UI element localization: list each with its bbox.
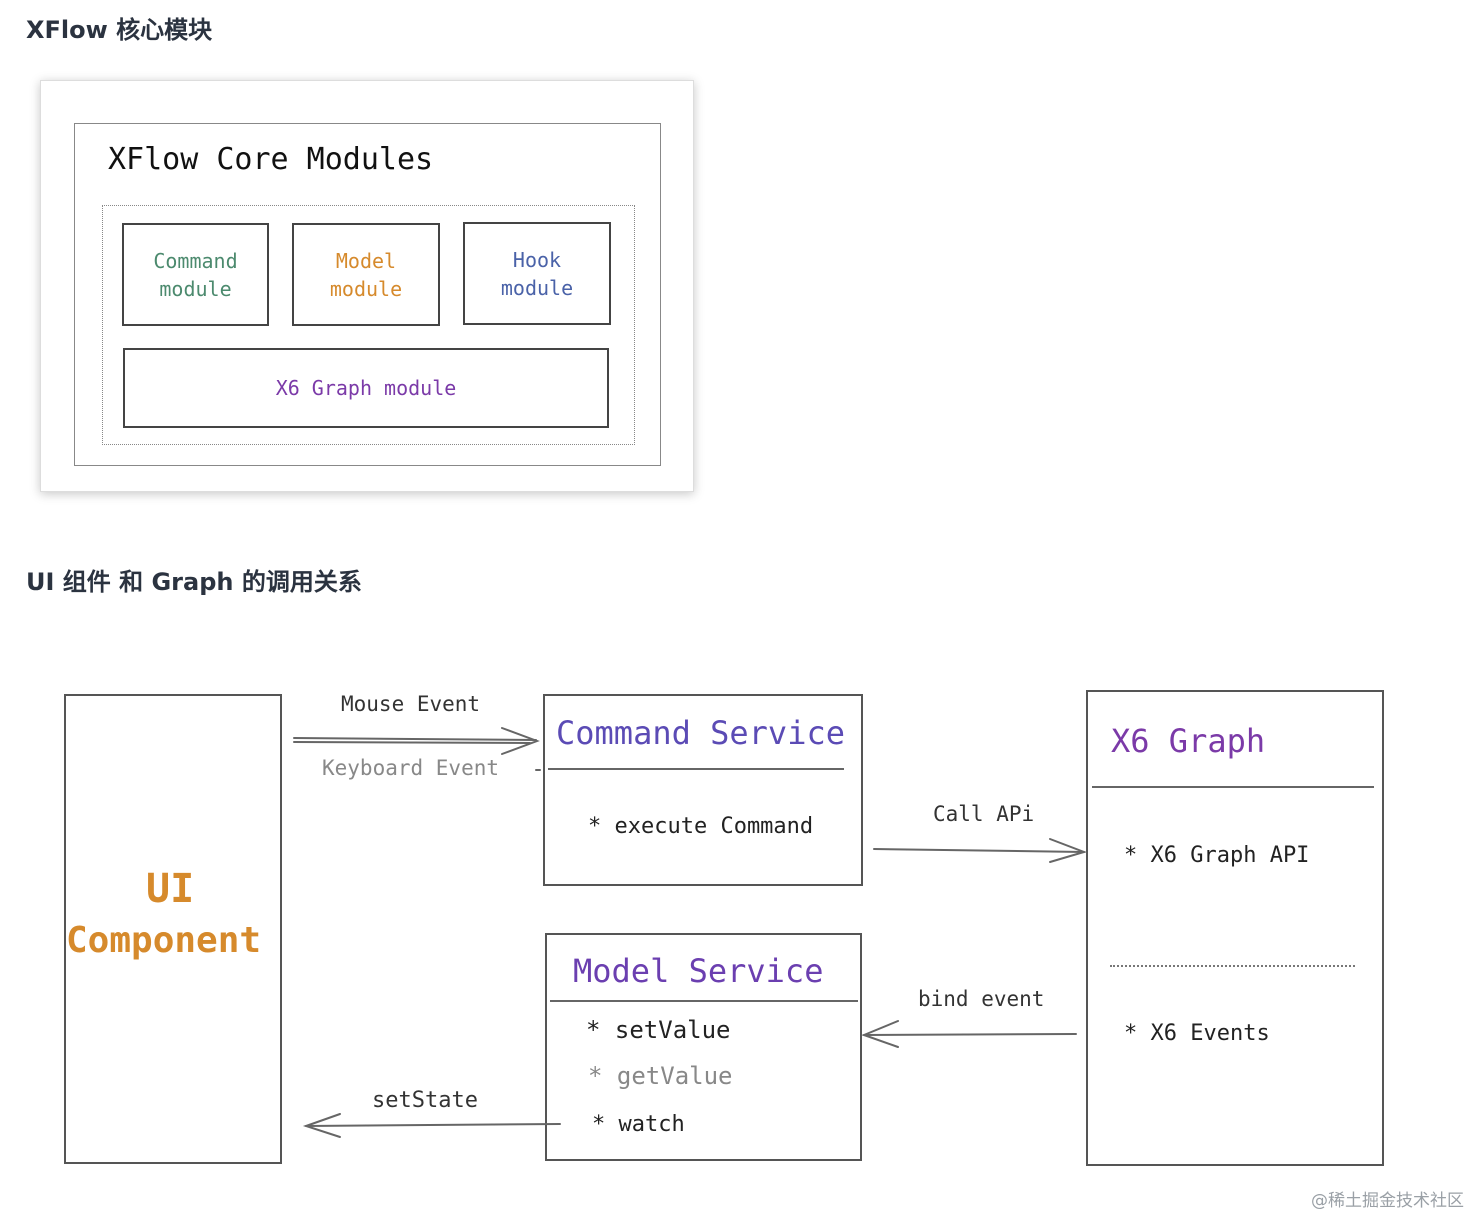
command-service-divider <box>548 768 844 770</box>
watermark: @稀土掘金技术社区 <box>1311 1191 1464 1211</box>
ui-component-box <box>64 694 282 1164</box>
section-title-core-modules: XFlow 核心模块 <box>26 16 213 44</box>
x6-graph-item-api: * X6 Graph API <box>1124 843 1310 868</box>
x6-graph-module-label: X6 Graph module <box>275 376 457 400</box>
hook-module-label-2: module <box>500 275 574 300</box>
model-service-item-getvalue: * getValue <box>588 1062 733 1090</box>
model-service-divider <box>550 1000 858 1002</box>
core-modules-frame <box>74 123 661 466</box>
model-service-item-setvalue: * setValue <box>586 1016 731 1044</box>
edge-label-setstate: setState <box>372 1088 478 1113</box>
x6-graph-title: X6 Graph <box>1111 722 1266 760</box>
x6-graph-divider <box>1092 786 1374 788</box>
x6-graph-box <box>1086 690 1384 1166</box>
edge-label-mouse-event: Mouse Event <box>341 692 481 716</box>
command-module-label-1: Command <box>153 248 238 273</box>
command-service-item: * execute Command <box>588 814 814 839</box>
ui-component-label-2: Component <box>66 920 262 961</box>
hook-module-label-1: Hook <box>512 247 562 272</box>
model-service-title: Model Service <box>573 952 824 990</box>
x6-graph-item-events: * X6 Events <box>1124 1021 1270 1046</box>
x6-graph-dotted-divider <box>1110 965 1355 967</box>
command-service-title: Command Service <box>556 714 845 752</box>
edge-label-call-api: Call APi <box>933 802 1035 826</box>
core-modules-figure <box>40 80 694 492</box>
arrow-graph-to-model <box>861 1020 1077 1048</box>
modules-group <box>102 205 635 445</box>
x6-graph-module-box: X6 Graph module <box>123 348 609 428</box>
model-module-label-2: module <box>329 276 403 301</box>
arrow-model-to-ui <box>302 1113 561 1138</box>
command-module-box: Command module <box>122 223 269 326</box>
edge-label-bind-event: bind event <box>918 987 1045 1011</box>
section-title-relation: UI 组件 和 Graph 的调用关系 <box>26 568 362 596</box>
ui-component-label-1: UI <box>146 866 195 912</box>
model-service-item-watch: * watch <box>592 1112 685 1137</box>
model-module-label-1: Model <box>335 248 397 273</box>
hook-module-box: Hook module <box>463 222 611 325</box>
command-module-label-2: module <box>159 276 232 301</box>
arrow-ui-to-command <box>293 727 540 755</box>
arrow-command-to-graph <box>873 838 1088 863</box>
model-module-box: Model module <box>292 223 440 326</box>
core-modules-title: XFlow Core Modules <box>108 142 434 177</box>
model-service-box <box>545 933 862 1161</box>
command-service-box <box>543 694 863 886</box>
edge-label-keyboard-event: Keyboard Event <box>322 756 500 780</box>
